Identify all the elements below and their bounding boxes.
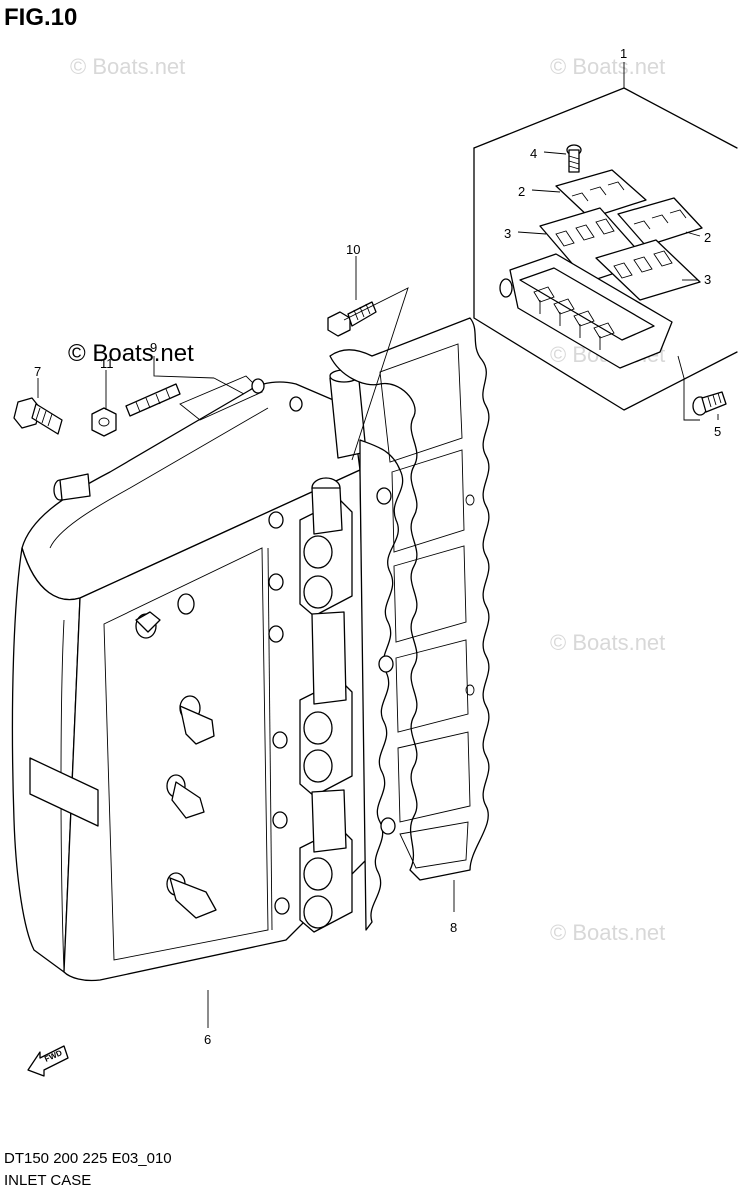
bolt-part-7	[13, 397, 63, 435]
callout-labels: 1 2 2 3 3 4 5 6 7 8 9 10 11	[34, 46, 721, 1047]
callout-1: 1	[620, 46, 627, 61]
callout-10: 10	[346, 242, 360, 257]
watermark: © Boats.net	[550, 920, 666, 945]
callout-3a: 3	[504, 226, 511, 241]
watermark: © Boats.net	[550, 630, 666, 655]
gasket-part-8	[329, 317, 490, 881]
reed-valve-assembly	[473, 62, 738, 411]
callout-11: 11	[100, 356, 114, 371]
watermark: © Boats.net	[550, 54, 666, 79]
inlet-case-body	[11, 369, 404, 982]
callout-2b: 2	[704, 230, 711, 245]
watermark: © Boats.net	[70, 54, 186, 79]
nut-part-11	[91, 407, 117, 437]
callout-9: 9	[150, 340, 157, 355]
callout-6: 6	[204, 1032, 211, 1047]
model-code: DT150 200 225 E03_010	[4, 1150, 172, 1167]
diagram-caption: INLET CASE	[4, 1172, 92, 1189]
figure-title: FIG.10	[4, 4, 78, 31]
callout-2a: 2	[518, 184, 525, 199]
stud-part-9	[125, 383, 181, 417]
watermark: © Boats.net	[68, 340, 194, 367]
screw-part-5	[692, 391, 727, 416]
leader-lines	[37, 151, 719, 1028]
callout-5: 5	[714, 424, 721, 439]
fwd-arrow-icon: FWD	[27, 1045, 69, 1077]
callout-3b: 3	[704, 272, 711, 287]
callout-8: 8	[450, 920, 457, 935]
callout-4: 4	[530, 146, 537, 161]
callout-7: 7	[34, 364, 41, 379]
